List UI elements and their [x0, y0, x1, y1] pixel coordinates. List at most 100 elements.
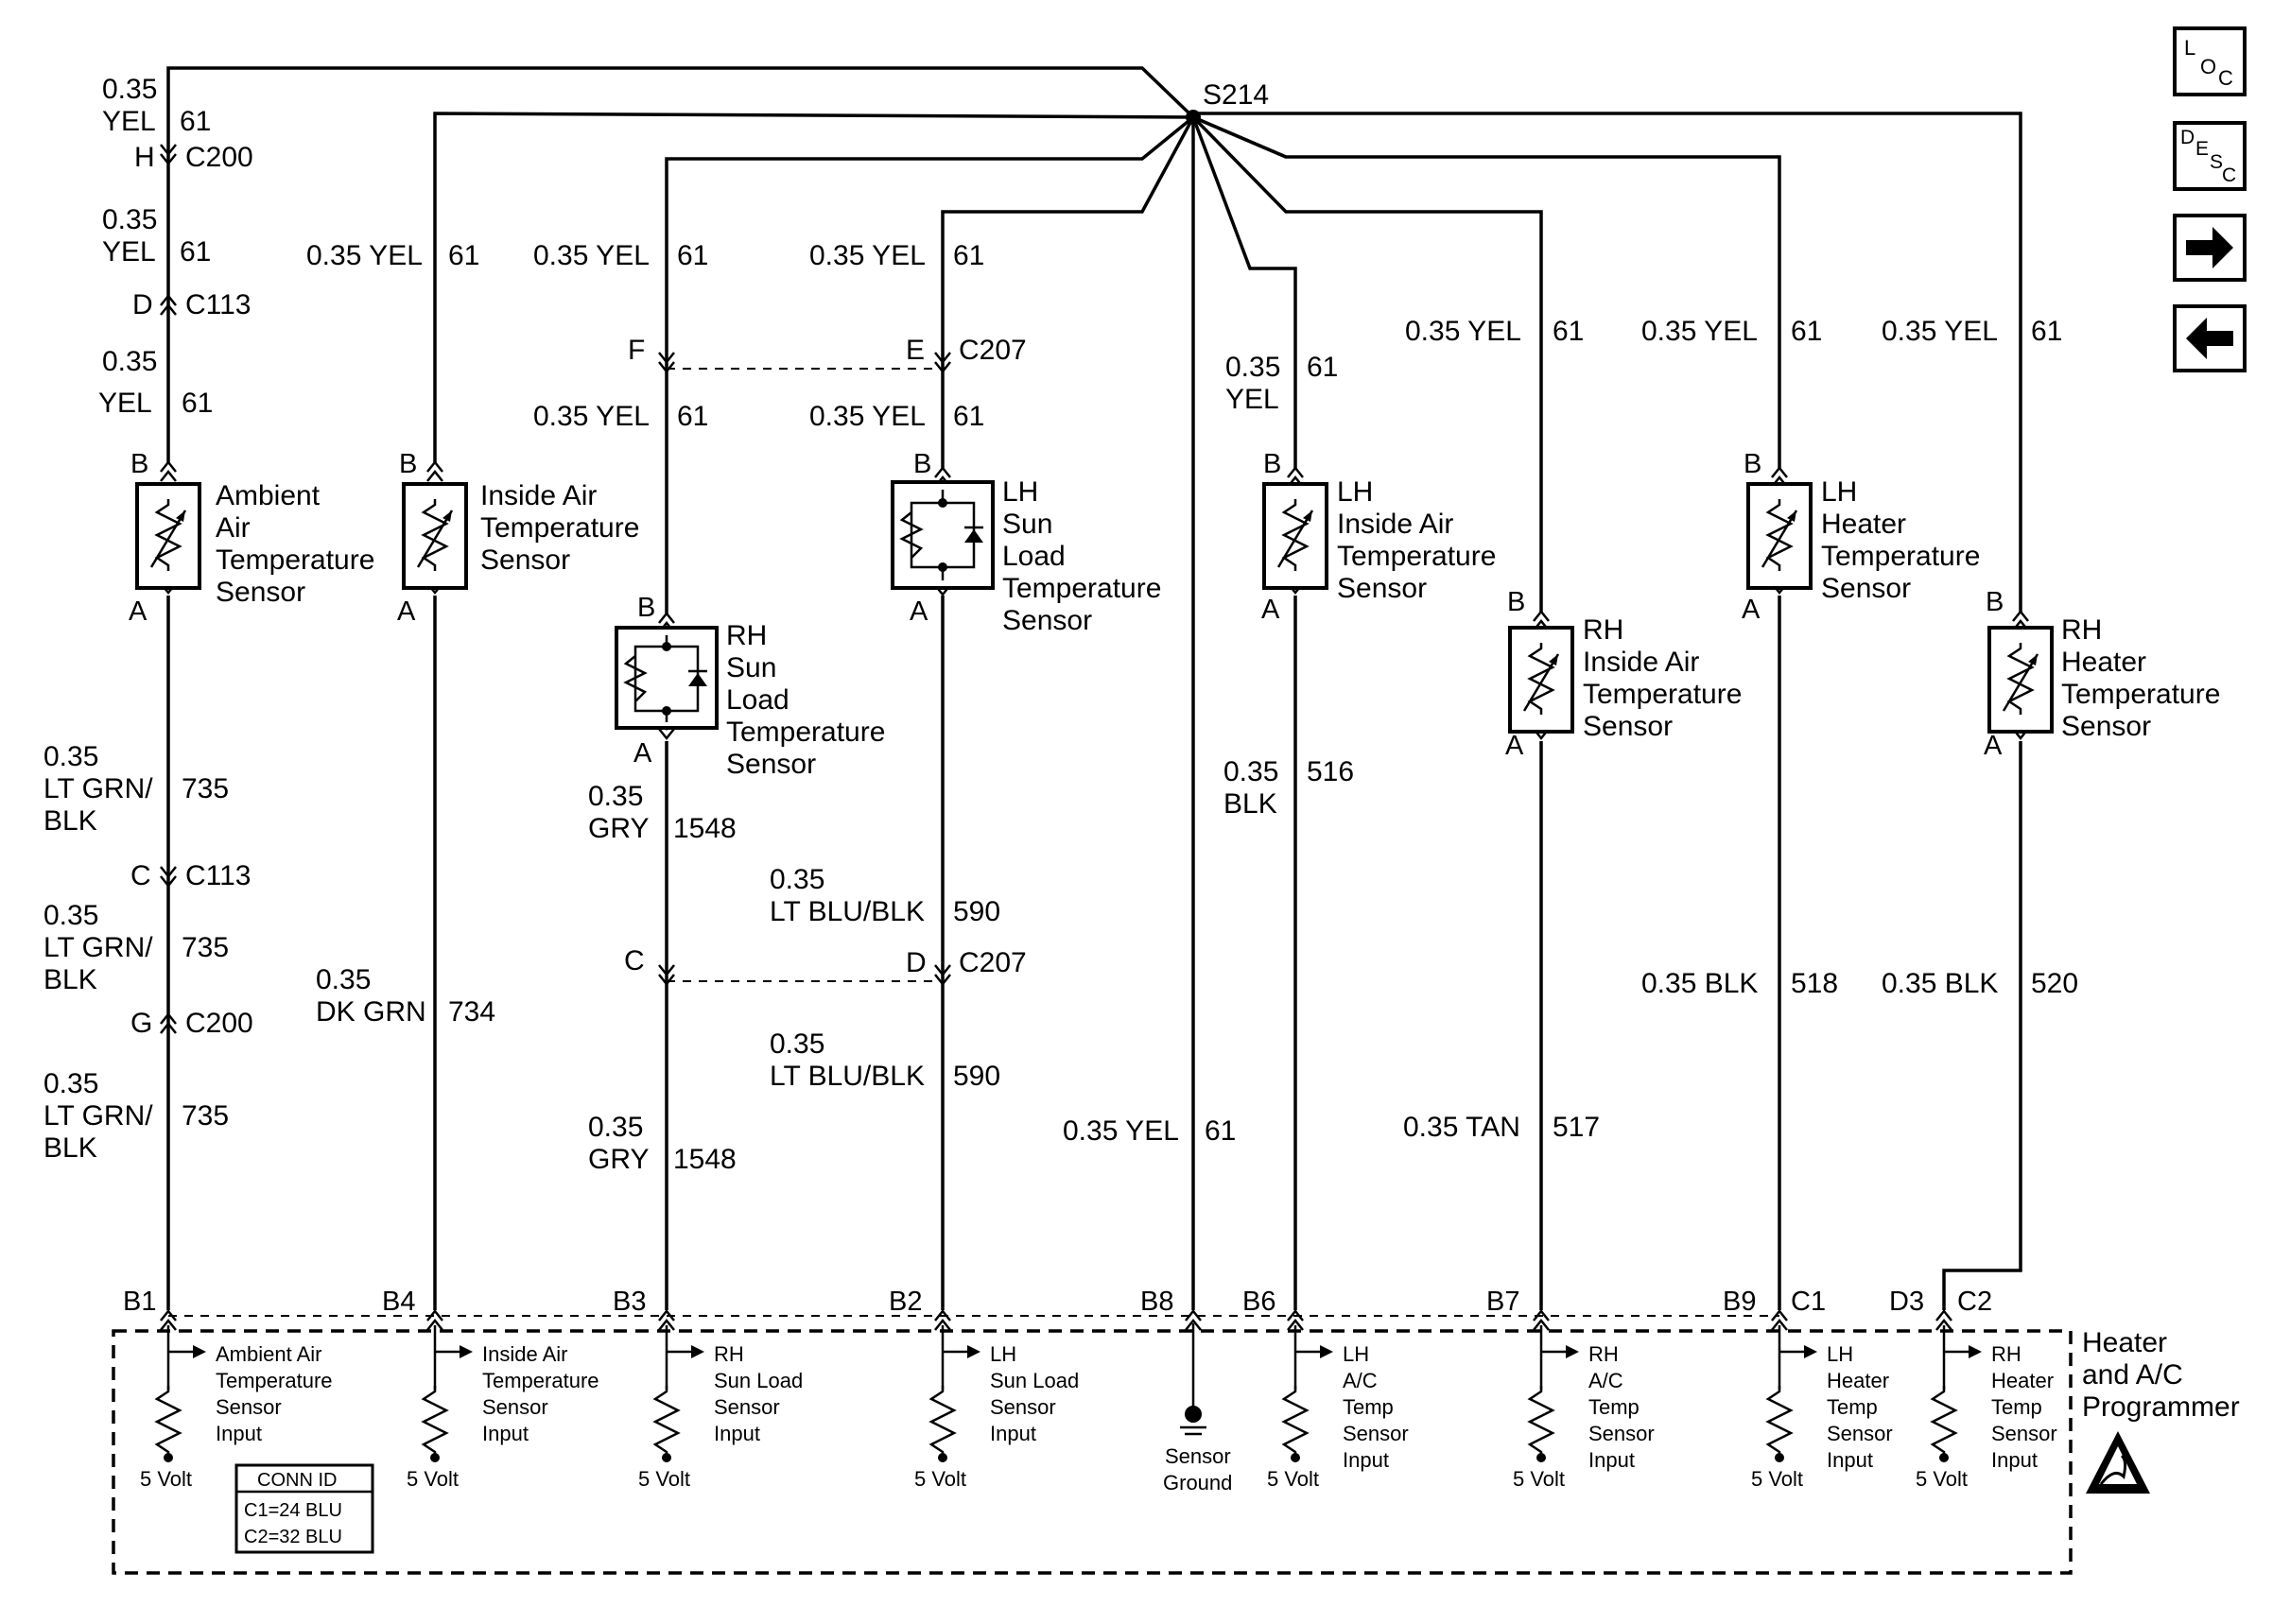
svg-text:B: B — [1986, 587, 2004, 617]
svg-text:C2=32 BLU: C2=32 BLU — [244, 1527, 342, 1547]
svg-text:0.35: 0.35 — [43, 900, 98, 931]
next-arrow-button[interactable] — [2173, 214, 2247, 282]
input-label-line: Sensor — [990, 1395, 1056, 1419]
svg-text:C207: C207 — [959, 335, 1027, 366]
svg-text:B6: B6 — [1242, 1287, 1275, 1317]
sensor-lh-heater-temperature — [1746, 482, 1813, 590]
svg-text:A: A — [1984, 731, 2003, 761]
loc-button[interactable]: L O C — [2173, 26, 2247, 96]
input-circuit-inside: 5 Volt — [407, 1325, 475, 1491]
svg-text:0.35 YEL: 0.35 YEL — [306, 240, 423, 271]
svg-text:A: A — [910, 596, 928, 627]
svg-text:B1: B1 — [123, 1287, 156, 1317]
svg-text:B3: B3 — [613, 1287, 646, 1317]
svg-text:Inside Air: Inside Air — [1337, 509, 1453, 540]
module-input-labels: Ambient AirTemperatureSensorInputInside … — [216, 1342, 2057, 1472]
svg-text:0.35: 0.35 — [588, 781, 643, 812]
sensor-lh-inside-air-temperature — [1262, 482, 1328, 590]
svg-text:B: B — [399, 449, 417, 479]
input-circuit-rh-sun: 5 Volt — [638, 1325, 706, 1491]
svg-text:Temperature: Temperature — [726, 717, 885, 748]
heater-ac-programmer-module: 5 Volt 5 Volt 5 Volt 5 Volt 5 Volt 5 Volt 5 Vo… — [112, 1323, 2150, 1575]
svg-text:0.35: 0.35 — [770, 1028, 824, 1060]
svg-text:RH: RH — [1583, 614, 1623, 646]
svg-text:D: D — [906, 947, 927, 978]
svg-text:A: A — [129, 596, 147, 627]
svg-text:BLK: BLK — [43, 1132, 97, 1164]
svg-text:61: 61 — [1791, 316, 1822, 347]
svg-text:0.35 YEL: 0.35 YEL — [1405, 316, 1521, 347]
wires — [166, 66, 2022, 1317]
input-label-line: Input — [1588, 1448, 1635, 1472]
previous-arrow-button[interactable] — [2173, 304, 2247, 372]
input-label-line: Input — [1343, 1448, 1389, 1472]
volt-label: 5 Volt — [1916, 1467, 1968, 1491]
svg-text:E: E — [2195, 138, 2209, 160]
input-label-line: Input — [714, 1422, 760, 1445]
svg-text:B8: B8 — [1140, 1287, 1173, 1317]
svg-text:Temperature: Temperature — [480, 512, 639, 544]
svg-text:Ambient: Ambient — [216, 480, 321, 511]
input-circuit-rh-ac: 5 Volt — [1513, 1325, 1581, 1491]
sensor-lh-sun-load — [891, 480, 995, 590]
svg-text:C: C — [2222, 164, 2236, 186]
svg-text:0.35 YEL: 0.35 YEL — [533, 240, 650, 271]
svg-text:H: H — [134, 142, 155, 173]
sensor-label-rh-sun: RH Sun Load Temperature Sensor — [726, 620, 885, 780]
svg-text:CONN ID: CONN ID — [257, 1470, 337, 1491]
sensor-label-rh-inside: RH Inside Air Temperature Sensor — [1583, 614, 1742, 742]
svg-text:0.35: 0.35 — [1223, 756, 1278, 787]
svg-text:C200: C200 — [185, 142, 253, 173]
volt-label: 5 Volt — [1513, 1467, 1565, 1491]
svg-text:C: C — [130, 860, 151, 891]
input-label-line: LH — [1343, 1342, 1369, 1366]
volt-label: 5 Volt — [914, 1467, 966, 1491]
svg-text:1548: 1548 — [673, 1144, 737, 1175]
svg-text:Ground: Ground — [1163, 1471, 1232, 1494]
input-label-line: RH — [1991, 1342, 2021, 1366]
svg-text:61: 61 — [677, 240, 708, 271]
input-circuit-rh-heater: 5 Volt — [1916, 1325, 1984, 1491]
svg-text:0.35: 0.35 — [770, 864, 824, 895]
sensor-label-ambient: Ambient Air Temperature Sensor — [216, 480, 374, 608]
input-label-line: RH — [1588, 1342, 1619, 1366]
input-circuit-lh-ac: 5 Volt — [1267, 1325, 1335, 1491]
input-label-line: Input — [482, 1422, 529, 1445]
input-label-line: Sensor — [1991, 1422, 2057, 1445]
svg-text:Sensor: Sensor — [1002, 605, 1092, 636]
svg-text:B: B — [130, 449, 148, 479]
svg-text:Load: Load — [726, 684, 789, 716]
svg-text:B: B — [1263, 449, 1281, 479]
svg-text:0.35 BLK: 0.35 BLK — [1641, 968, 1758, 999]
svg-text:LH: LH — [1002, 476, 1038, 508]
input-label-line: Input — [990, 1422, 1036, 1445]
input-label-line: RH — [714, 1342, 744, 1366]
svg-text:LH: LH — [1821, 476, 1857, 508]
sensor-ambient-air-temperature — [135, 482, 201, 590]
sensor-rh-sun-load — [615, 626, 719, 730]
input-label-line: Temp — [1991, 1395, 2042, 1419]
volt-label: 5 Volt — [140, 1467, 192, 1491]
svg-text:518: 518 — [1791, 968, 1838, 999]
input-label-line: Sensor — [714, 1395, 780, 1419]
input-label-line: Input — [1827, 1448, 1873, 1472]
sensor-inside-air-temperature — [402, 482, 468, 590]
svg-text:0.35 BLK: 0.35 BLK — [1882, 968, 1998, 999]
svg-text:0.35 YEL: 0.35 YEL — [533, 401, 650, 432]
svg-text:61: 61 — [677, 401, 708, 432]
svg-text:GRY: GRY — [588, 813, 649, 844]
svg-text:0.35: 0.35 — [102, 204, 157, 235]
input-label-line: Temperature — [482, 1369, 599, 1392]
svg-text:D: D — [2180, 127, 2195, 148]
svg-text:LT BLU/BLK: LT BLU/BLK — [770, 1061, 925, 1092]
arrow-right-icon — [2186, 227, 2233, 268]
input-label-line: A/C — [1588, 1369, 1623, 1392]
svg-text:B: B — [913, 449, 931, 479]
svg-text:S: S — [2210, 151, 2223, 173]
svg-text:590: 590 — [953, 896, 1000, 927]
svg-text:0.35: 0.35 — [588, 1112, 643, 1143]
sensor-label-lh-inside: LH Inside Air Temperature Sensor — [1337, 476, 1496, 604]
desc-button[interactable]: D E S C — [2173, 121, 2247, 191]
sensor-rh-inside-air-temperature — [1508, 626, 1574, 734]
